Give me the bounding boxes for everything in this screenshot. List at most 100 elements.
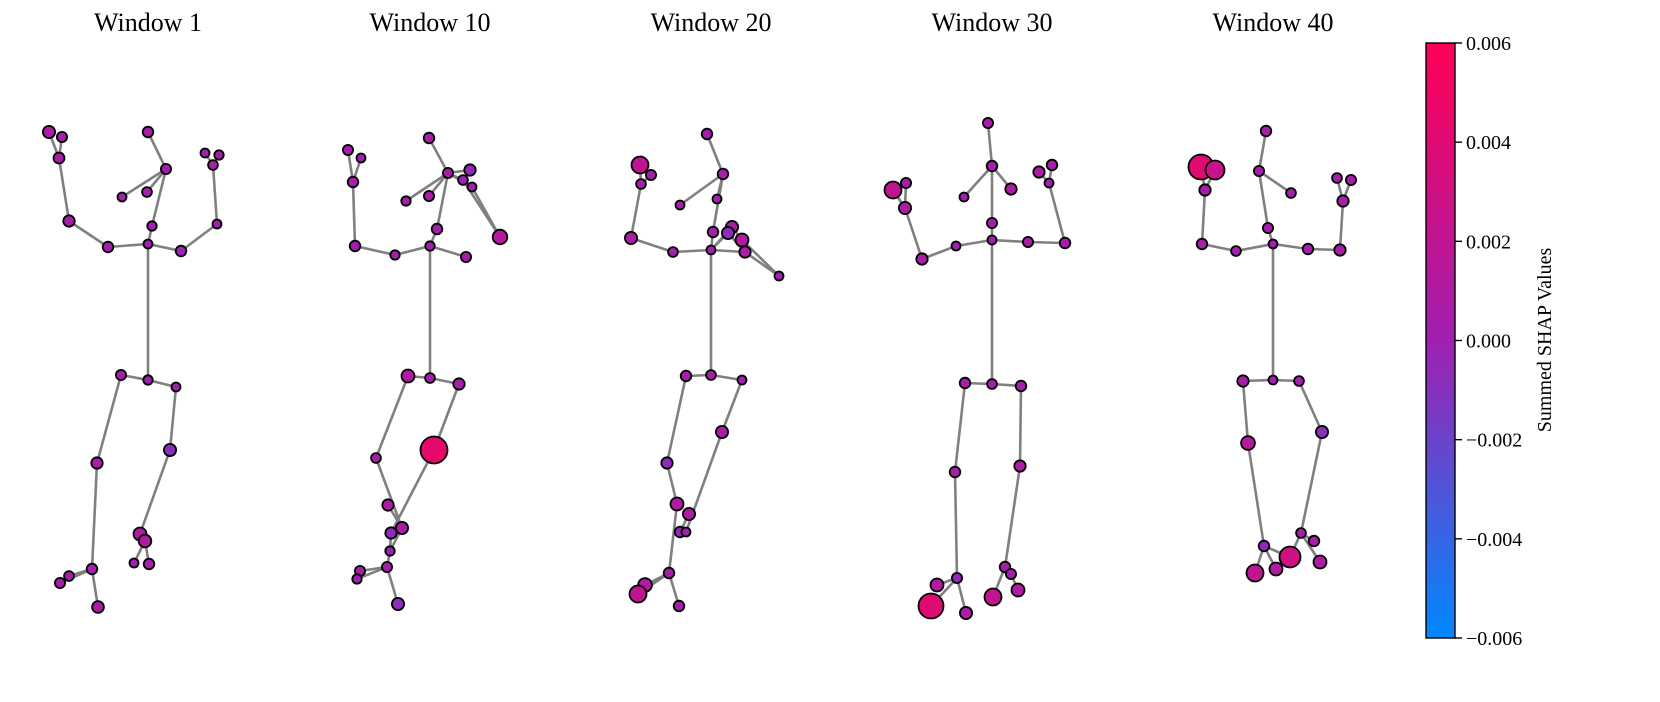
skeleton-joint (384, 526, 398, 540)
skeleton-joint (1259, 124, 1273, 138)
skeleton-joint (667, 246, 679, 258)
colorbar-tick-label: 0.000 (1466, 331, 1511, 353)
skeleton-joint (1301, 242, 1315, 256)
skeleton-joint (370, 452, 382, 464)
skeleton-joint (680, 526, 692, 538)
skeleton-joint (384, 545, 396, 557)
skeleton-joint (986, 216, 999, 229)
skeleton-joint (711, 193, 723, 205)
skeleton-joint (463, 163, 477, 177)
skeleton-joint (422, 131, 436, 145)
skeleton-joint (624, 230, 639, 245)
skeleton-joint (430, 222, 444, 236)
skeleton-joint (1267, 374, 1279, 386)
skeleton-joint (958, 191, 970, 203)
skeleton-joint (56, 130, 69, 143)
skeleton-joint (1262, 221, 1275, 234)
skeleton-joint (1345, 173, 1358, 186)
skeleton-joint (660, 456, 674, 470)
panel-title: Window 20 (651, 8, 772, 37)
skeleton-joint (1312, 554, 1328, 570)
panel-window-2: Window 10 (341, 8, 509, 612)
skeleton-joint (983, 587, 1003, 607)
skeleton-joint (1333, 243, 1347, 257)
colorbar-tick-label: 0.006 (1466, 33, 1511, 55)
skeleton-bone (740, 238, 781, 278)
skeleton-joint (400, 195, 412, 207)
skeleton-joint (128, 557, 140, 569)
skeleton-joint (400, 368, 416, 384)
skeleton-joint (457, 174, 469, 186)
panel-window-5: Window 40 (1187, 8, 1358, 583)
skeleton-bone (1047, 181, 1067, 245)
skeleton-joint (986, 234, 998, 246)
panel-title: Window 40 (1213, 8, 1334, 37)
skeleton-bone (990, 238, 1030, 244)
skeleton-joint (738, 245, 752, 259)
skeleton-joint (705, 244, 717, 256)
skeleton-bone (428, 244, 468, 259)
skeleton-joint (91, 600, 105, 614)
skeleton-joint (380, 561, 393, 574)
skeleton-joint (1267, 238, 1279, 250)
skeleton-joint (1240, 435, 1256, 451)
skeleton-joint (424, 240, 436, 252)
skeleton-joint (679, 369, 693, 383)
skeleton-bone (374, 374, 410, 460)
skeleton-joint (116, 191, 128, 203)
skeleton-joint (211, 218, 223, 230)
skeleton-joint (900, 176, 913, 189)
skeleton-joint (635, 178, 647, 190)
skeleton-joint (917, 592, 945, 620)
skeleton-bone (1018, 384, 1023, 468)
skeleton-bone (404, 171, 450, 203)
skeleton-bone (427, 136, 450, 175)
skeleton-joint (700, 127, 714, 141)
panel-title: Window 1 (94, 8, 202, 37)
skeleton-joint (951, 572, 964, 585)
skeleton-joint (1230, 245, 1242, 257)
skeleton-joint (1307, 534, 1321, 548)
skeleton-bone (1234, 242, 1275, 253)
skeleton-joint (1204, 159, 1226, 181)
skeleton-joint (1014, 379, 1028, 393)
skeleton-joint (213, 149, 225, 161)
panel-window-4: Window 30 (883, 8, 1072, 621)
skeleton-bone (903, 206, 924, 261)
skeleton-bone (678, 172, 725, 207)
skeleton-joint (394, 521, 409, 536)
skeleton-joint (1331, 172, 1343, 184)
skeleton-joint (390, 597, 405, 612)
skeleton-joint (1257, 539, 1271, 553)
skeleton-bone (374, 456, 404, 530)
skeleton-joint (62, 214, 76, 228)
skeleton-joint (736, 374, 748, 386)
skeleton-bone (1200, 188, 1207, 246)
skeleton-joint (351, 573, 363, 585)
skeleton-bone (665, 374, 688, 465)
skeleton-joint (63, 570, 75, 582)
skeleton-joint (90, 456, 104, 470)
skeleton-bone (90, 461, 99, 571)
skeleton-bone (1246, 441, 1266, 548)
skeleton-joint (1253, 164, 1266, 177)
skeleton-bone (667, 502, 679, 575)
skeleton-joint (773, 270, 785, 282)
skeleton-joint (141, 186, 153, 198)
skeleton-bone (629, 236, 675, 254)
skeleton-joint (459, 250, 472, 263)
skeleton-bone (435, 171, 450, 231)
skeleton-panels: Window 1 Window 10 Window 20 Window 30 Windo… (42, 8, 1358, 621)
panel-title: Window 10 (370, 8, 491, 37)
skeleton-joint (348, 239, 362, 253)
skeleton-bone (120, 167, 168, 199)
skeleton-bone (629, 182, 643, 240)
colorbar-label: Summed SHAP Values (1534, 248, 1556, 433)
skeleton-bone (954, 238, 994, 248)
skeleton-joint (54, 577, 67, 590)
skeleton-joint (52, 151, 66, 165)
skeleton-joint (341, 143, 354, 156)
skeleton-joint (452, 377, 466, 391)
colorbar-tick-label: −0.002 (1466, 430, 1522, 452)
skeleton-bone (150, 167, 168, 228)
